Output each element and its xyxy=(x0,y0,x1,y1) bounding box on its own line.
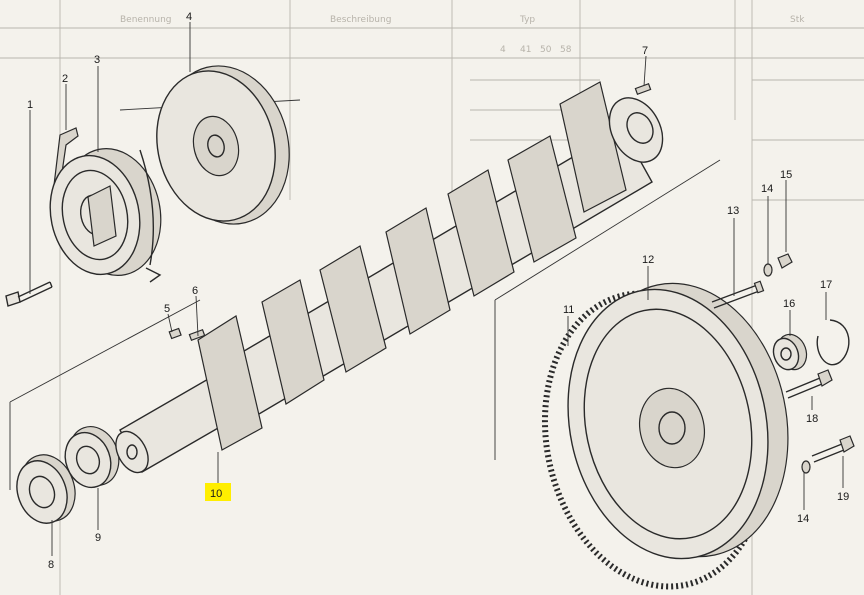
callout-4: 4 xyxy=(186,11,192,23)
part-8-crank-gear xyxy=(16,454,76,524)
part-4-pulley-disc xyxy=(156,65,290,225)
callout-8: 8 xyxy=(48,559,54,571)
callout-labels: 1 2 3 4 5 6 7 8 9 10 11 12 13 14 15 16 1… xyxy=(27,11,849,571)
table-header-cell: Stk xyxy=(790,15,805,25)
callout-16: 16 xyxy=(783,298,795,310)
callout-15: 15 xyxy=(780,169,792,181)
callout-2: 2 xyxy=(62,73,68,85)
callout-14: 14 xyxy=(761,183,773,195)
callout-10-highlight xyxy=(205,483,231,501)
callout-3: 3 xyxy=(94,54,100,66)
table-column-number: 58 xyxy=(560,45,572,55)
part-17-circlip xyxy=(816,319,850,366)
part-18-bolt xyxy=(785,369,833,399)
part-10-crankshaft xyxy=(115,81,664,474)
callout-18: 18 xyxy=(806,413,818,425)
callout-7: 7 xyxy=(642,45,648,57)
table-column-number: 41 xyxy=(520,45,531,55)
table-column-number: 4 xyxy=(500,45,506,55)
part-13-long-bolt xyxy=(711,280,765,309)
table-header-cell: Benennung xyxy=(120,15,171,25)
part-9-front-gear xyxy=(64,426,120,489)
part-7-pin xyxy=(634,83,652,95)
part-16-bearing xyxy=(772,333,808,371)
callout-14-lower: 14 xyxy=(797,513,809,525)
part-5-pin xyxy=(168,327,182,340)
callout-1: 1 xyxy=(27,99,33,111)
callout-12: 12 xyxy=(642,254,654,266)
part-19-bolt xyxy=(811,435,855,463)
part-1-bolt xyxy=(5,281,53,307)
callout-17: 17 xyxy=(820,279,832,291)
callout-11: 11 xyxy=(563,304,574,316)
assembly-axis-lines xyxy=(9,99,721,490)
table-column-number: 50 xyxy=(540,45,552,55)
callout-leaders xyxy=(29,22,844,556)
callout-13: 13 xyxy=(727,205,739,217)
callout-5: 5 xyxy=(164,303,170,315)
table-header-cell: Typ xyxy=(519,15,535,25)
part-15-nut xyxy=(777,253,793,269)
table-header-cell: Beschreibung xyxy=(330,15,391,25)
part-6-key xyxy=(188,329,206,341)
callout-6: 6 xyxy=(192,285,198,297)
callout-10: 10 xyxy=(210,488,222,500)
part-3-damper-pulley xyxy=(49,148,162,283)
callout-19: 19 xyxy=(837,491,849,503)
part-12-flywheel xyxy=(567,282,789,560)
callout-9: 9 xyxy=(95,532,101,544)
part-14-washer xyxy=(763,263,811,474)
